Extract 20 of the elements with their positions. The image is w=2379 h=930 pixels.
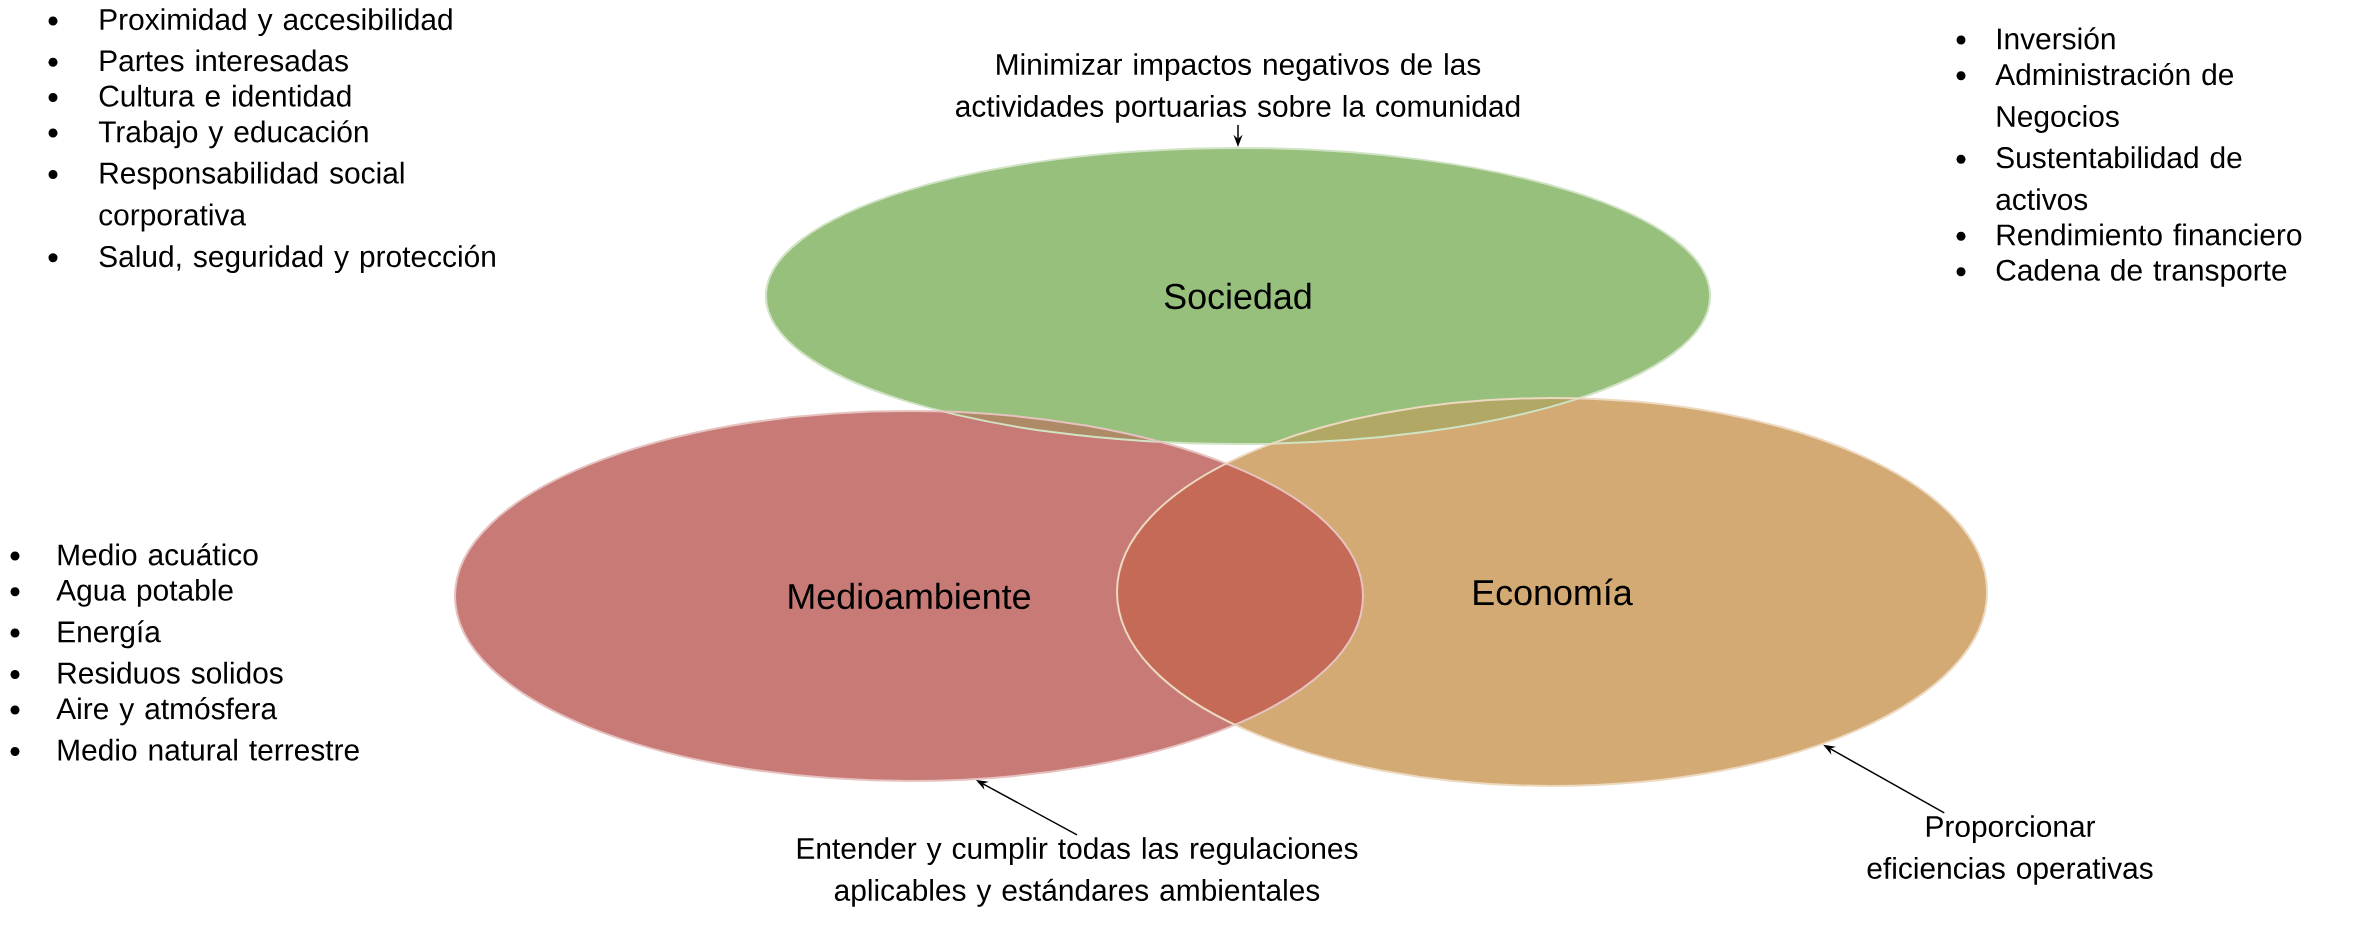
annotation-text: Minimizar impactos negativos de las actividades portuarias sobre la comunidad [956,53,1520,123]
list-item: Rendimiento financiero [1997,223,2302,246]
list-item: Salud, seguridad y protección [99,244,495,274]
list-item: Partes interesadas [100,49,348,72]
list-item: Trabajo y educación [98,120,368,149]
list-item: Aire y atmósfera [56,697,278,726]
list-item: Cultura e identidad [99,84,351,107]
list-item: Sustentabilidad de activos [1996,146,2242,211]
list-item: Residuos solidos [58,661,283,684]
annotation-text: Proporcionar eficiencias operativas [1867,815,2153,885]
list-item: Proximidad y accesibilidad [100,8,452,37]
list-item: Cadena de transporte [1996,258,2287,287]
list-item: Inversión [1998,27,2115,50]
list-item: Agua potable [56,578,233,607]
list-item: Administración de Negocios [1995,62,2234,133]
list-item: Energía [58,620,161,649]
list-item: Medio natural terrestre [58,738,359,761]
annotation-text: Entender y cumplir todas las regulaciones aplicables y estándares ambientales [797,837,1358,907]
list-item: Medio acuático [58,543,258,566]
list-item: Responsabilidad social corporativa [99,161,404,232]
